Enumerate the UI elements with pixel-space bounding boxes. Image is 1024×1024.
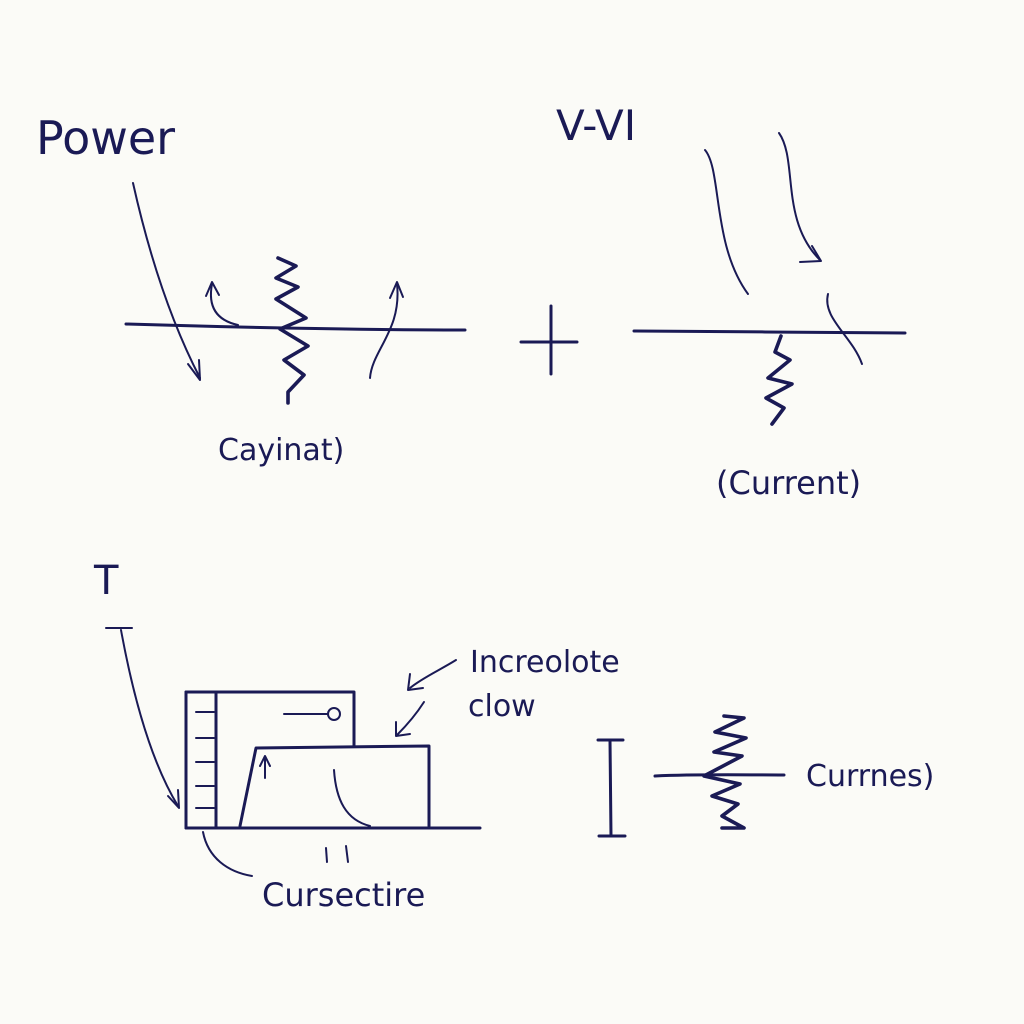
label-clow: clow	[468, 689, 536, 724]
power-arrowhead	[187, 359, 201, 381]
label-power: Power	[36, 111, 175, 165]
inner-arrow	[259, 755, 271, 779]
dial-knob	[327, 707, 341, 721]
power-circuit: Power Cayinat)	[36, 111, 467, 468]
label-vvi: V-VI	[556, 101, 636, 150]
label-t: T	[93, 558, 119, 604]
increolote-arrow	[409, 659, 457, 689]
left-curve-arrow	[210, 283, 239, 326]
label-currnes: Currnes)	[806, 759, 934, 794]
power-resistor	[274, 256, 310, 405]
t-arrow	[120, 629, 179, 807]
power-wire	[124, 322, 467, 332]
current-circuit: V-VI (Current)	[556, 101, 907, 502]
currnes-wire	[653, 773, 786, 778]
power-arrow	[132, 182, 201, 379]
current-wire	[632, 329, 907, 335]
right-curve-arrowhead	[389, 281, 404, 299]
inner-curve	[333, 769, 371, 827]
label-cayinat: Cayinat)	[218, 433, 344, 468]
left-curve-arrowhead	[205, 281, 220, 297]
label-cursectire: Cursectire	[262, 876, 425, 914]
panel-ticks	[195, 711, 215, 809]
front-box	[238, 744, 431, 828]
currnes-diagram: Currnes)	[596, 714, 934, 838]
i-beam-symbol	[596, 738, 627, 838]
clow-arrow	[396, 701, 425, 736]
right-curve-arrow	[369, 283, 399, 379]
vvi-arrow-right	[778, 132, 821, 261]
double-mark	[325, 845, 349, 863]
device-diagram: T Increolote clow Cursectire	[93, 558, 620, 914]
label-current: (Current)	[716, 464, 861, 502]
current-resistor	[764, 334, 794, 426]
vvi-arrowhead	[799, 245, 822, 263]
current-cross-curve	[826, 293, 863, 365]
clow-arrowhead	[395, 721, 411, 737]
increolote-arrowhead	[407, 673, 424, 691]
t-arrowhead	[167, 789, 180, 809]
currnes-resistor	[702, 714, 748, 830]
vvi-arrow-left	[704, 149, 749, 295]
label-increolote: Increolote	[470, 645, 620, 680]
plus-sign	[519, 304, 579, 376]
cursectire-arrow	[202, 831, 253, 877]
back-box	[184, 690, 356, 748]
